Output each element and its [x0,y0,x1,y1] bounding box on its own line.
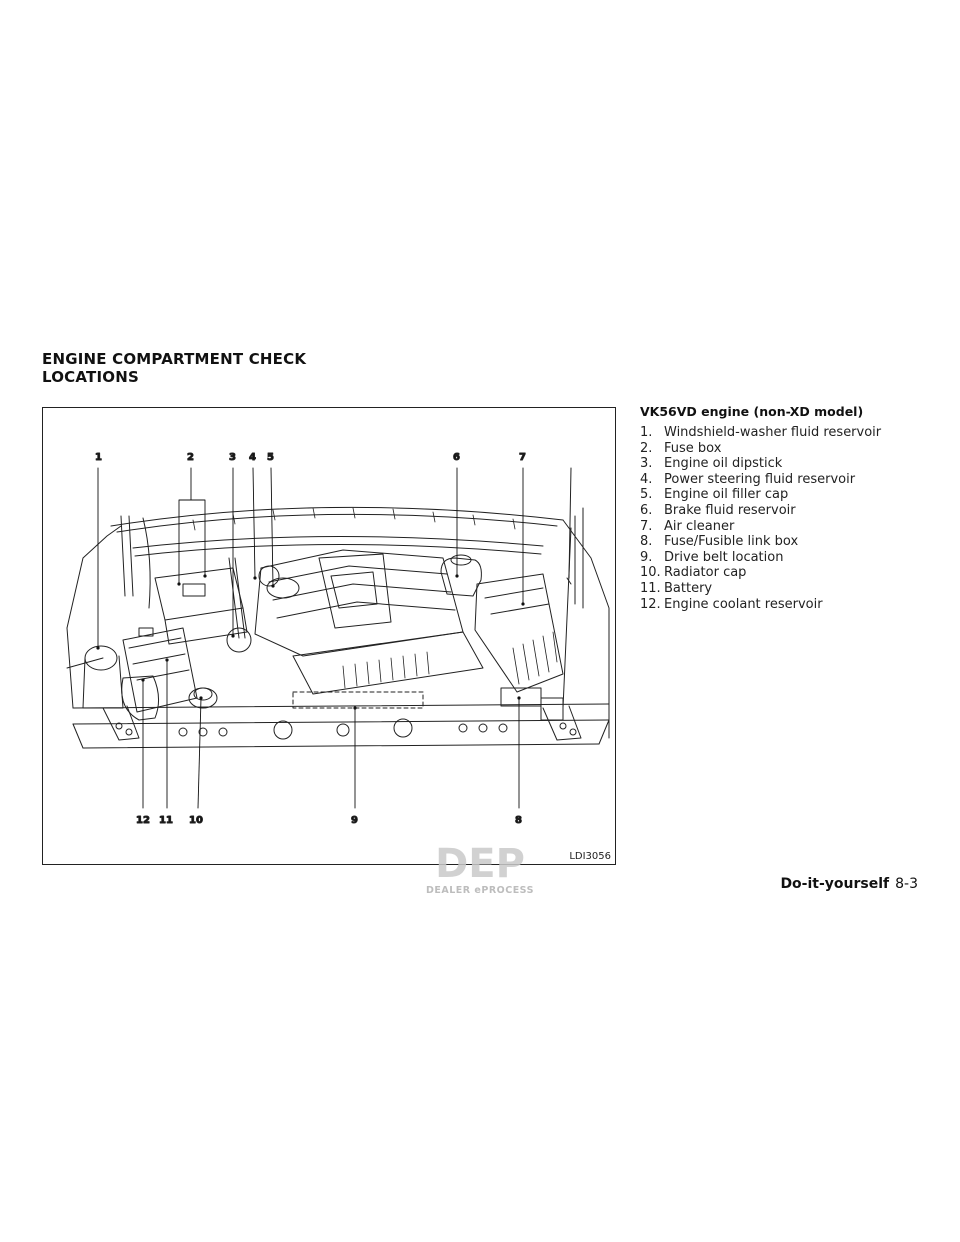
list-item: 9. Drive belt location [640,550,940,566]
list-item: 7. Air cleaner [640,519,940,535]
item-label: Battery [664,580,713,596]
item-number: 6. [640,502,653,518]
callout-5: 5 [267,452,274,463]
callout-1: 1 [95,452,102,463]
item-label: Brake fluid reservoir [664,502,796,518]
list-item: 1. Windshield-washer fluid reservoir [640,425,940,441]
figure-code: LDI3056 [569,851,611,862]
watermark-logo: DEP [435,843,525,887]
callout-2: 2 [187,452,194,463]
section-title: ENGINE COMPARTMENT CHECK LOCATIONS [42,350,306,386]
page-footer: Do-it-yourself 8-3 [780,876,918,892]
list-item: 5. Engine oil filler cap [640,487,940,503]
dealer-eprocess-watermark: DEP DEALER ePROCESS [426,843,534,896]
item-label: Engine oil filler cap [664,487,789,503]
item-number: 8. [640,534,653,550]
item-label: Fuse box [664,440,722,456]
callout-8: 8 [515,815,522,826]
engine-line-drawing: 1 2 3 4 5 6 7 8 9 10 11 12 [66,452,610,827]
item-label: Air cleaner [664,518,735,534]
location-legend: VK56VD engine (non-XD model) 1. Windshiel… [640,404,940,612]
callout-4: 4 [249,452,256,463]
item-number: 2. [640,440,653,456]
callout-3: 3 [229,452,236,463]
list-item: 4. Power steering fluid reservoir [640,472,940,488]
item-number: 4. [640,471,653,487]
list-item: 11.Battery [640,581,940,597]
legend-title: VK56VD engine (non-XD model) [640,404,864,419]
callout-9: 9 [351,815,358,826]
section-title-line2: LOCATIONS [42,368,139,386]
list-item: 8. Fuse/Fusible link box [640,534,940,550]
item-label: Radiator cap [664,565,747,581]
engine-compartment-illustration: 1 2 3 4 5 6 7 8 9 10 11 12 LDI3056 [42,407,616,865]
item-number: 9. [640,549,653,565]
item-number: 11. [640,580,661,596]
callout-10: 10 [189,815,203,826]
item-number: 3. [640,456,653,472]
item-number: 7. [640,518,653,534]
legend-list: 1. Windshield-washer fluid reservoir 2. Fu… [640,425,940,612]
item-label: Fuse/Fusible link box [664,534,799,550]
item-label: Drive belt location [664,549,784,565]
item-number: 1. [640,425,653,440]
item-number: 5. [640,487,653,503]
item-label: Windshield-washer fluid reservoir [664,425,882,440]
callout-11: 11 [159,815,173,826]
callout-12: 12 [136,815,150,826]
item-label: Engine coolant reservoir [664,596,823,612]
list-item: 10.Radiator cap [640,565,940,581]
list-item: 12.Engine coolant reservoir [640,597,940,613]
item-label: Power steering fluid reservoir [664,471,856,487]
item-label: Engine oil dipstick [664,456,783,472]
page-number: 8-3 [895,876,918,892]
watermark-text: DEALER ePROCESS [426,885,534,896]
item-number: 10. [640,565,661,581]
callout-7: 7 [519,452,526,463]
section-title-line1: ENGINE COMPARTMENT CHECK [42,350,307,368]
list-item: 2. Fuse box [640,441,940,457]
list-item: 3. Engine oil dipstick [640,456,940,472]
callout-6: 6 [453,452,460,463]
footer-section: Do-it-yourself [780,876,890,892]
list-item: 6. Brake fluid reservoir [640,503,940,519]
item-number: 12. [640,596,661,612]
